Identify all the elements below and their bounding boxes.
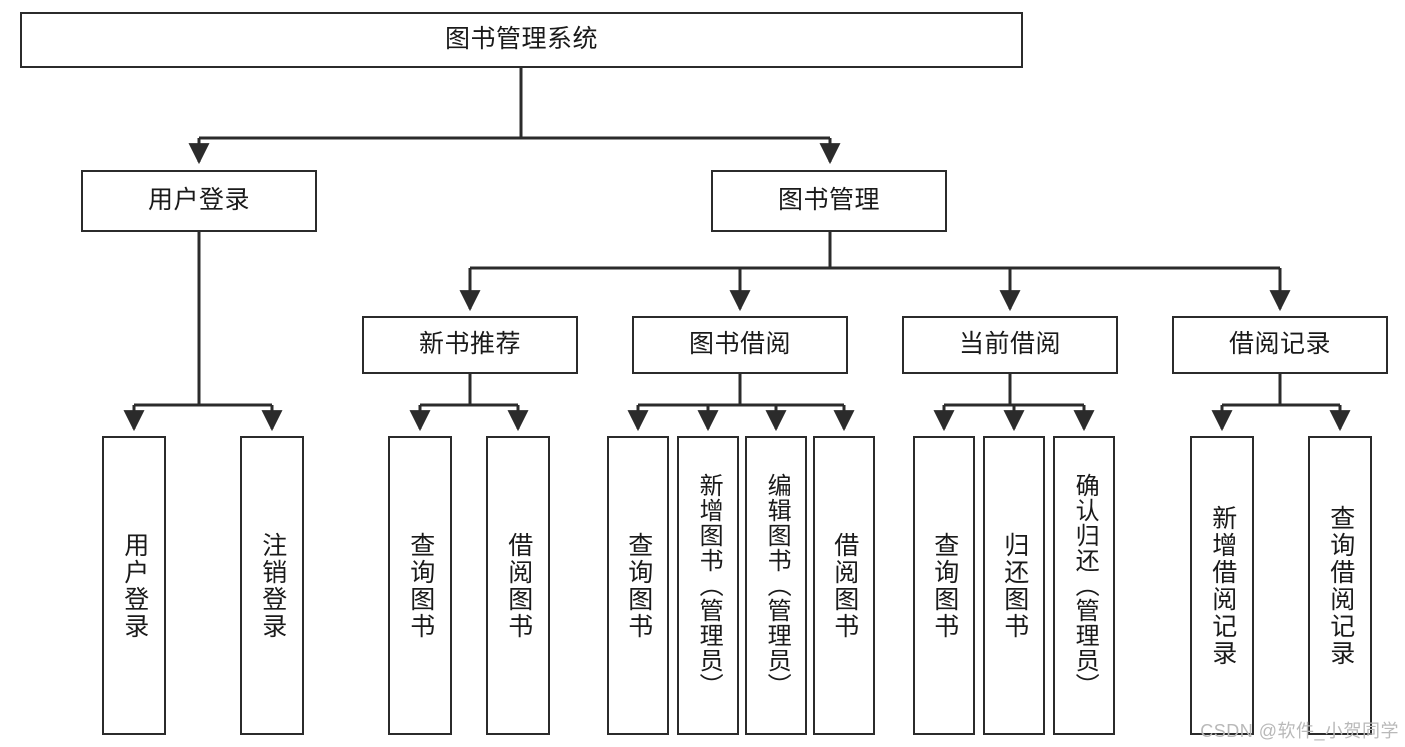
node-leaf-add-borrow-record[interactable]: 新增借阅记录: [1190, 436, 1254, 735]
node-borrow-record[interactable]: 借阅记录: [1172, 316, 1388, 374]
node-new-book-recommend[interactable]: 新书推荐: [362, 316, 578, 374]
csdn-watermark: CSDN @软件_小贺同学: [1200, 721, 1399, 741]
node-book-management[interactable]: 图书管理: [711, 170, 947, 232]
node-label-leaf-add-borrow-record: 新增借阅记录: [1208, 504, 1237, 667]
node-leaf-user-logout[interactable]: 注销登录: [240, 436, 304, 735]
node-label-leaf-query-book-recommend: 查询图书: [406, 531, 435, 640]
node-label-new-book-recommend: 新书推荐: [418, 330, 521, 359]
node-book-borrow[interactable]: 图书借阅: [632, 316, 848, 374]
node-leaf-query-book-current[interactable]: 查询图书: [913, 436, 975, 735]
node-label-leaf-user-logout: 注销登录: [258, 531, 287, 640]
node-leaf-query-borrow-record[interactable]: 查询借阅记录: [1308, 436, 1372, 735]
node-leaf-add-book-admin[interactable]: 新增图书（管理员）: [677, 436, 739, 735]
node-label-leaf-return-book: 归还图书: [1000, 531, 1029, 640]
node-label-leaf-edit-book-admin: 编辑图书（管理员）: [763, 473, 791, 698]
node-label-leaf-borrow-book: 借阅图书: [830, 531, 859, 640]
node-label-leaf-query-book-borrow: 查询图书: [624, 531, 653, 640]
node-label-borrow-record: 借阅记录: [1228, 330, 1331, 359]
node-current-borrow[interactable]: 当前借阅: [902, 316, 1118, 374]
node-leaf-confirm-return-admin[interactable]: 确认归还（管理员）: [1053, 436, 1115, 735]
node-leaf-borrow-book[interactable]: 借阅图书: [813, 436, 875, 735]
node-label-book-management: 图书管理: [777, 186, 880, 215]
node-root[interactable]: 图书管理系统: [20, 12, 1023, 68]
node-user-login[interactable]: 用户登录: [81, 170, 317, 232]
node-label-leaf-borrow-book-recommend: 借阅图书: [504, 531, 533, 640]
node-label-leaf-add-book-admin: 新增图书（管理员）: [695, 473, 723, 698]
node-label-user-login: 用户登录: [147, 186, 250, 215]
node-leaf-edit-book-admin[interactable]: 编辑图书（管理员）: [745, 436, 807, 735]
node-label-leaf-query-book-current: 查询图书: [930, 531, 959, 640]
node-leaf-borrow-book-recommend[interactable]: 借阅图书: [486, 436, 550, 735]
node-leaf-return-book[interactable]: 归还图书: [983, 436, 1045, 735]
node-leaf-query-book-borrow[interactable]: 查询图书: [607, 436, 669, 735]
node-leaf-user-login[interactable]: 用户登录: [102, 436, 166, 735]
node-leaf-query-book-recommend[interactable]: 查询图书: [388, 436, 452, 735]
node-label-root: 图书管理系统: [444, 25, 598, 54]
node-label-book-borrow: 图书借阅: [688, 330, 791, 359]
node-label-leaf-query-borrow-record: 查询借阅记录: [1326, 504, 1355, 667]
node-label-current-borrow: 当前借阅: [958, 330, 1061, 359]
node-label-leaf-confirm-return-admin: 确认归还（管理员）: [1071, 473, 1099, 698]
node-label-leaf-user-login: 用户登录: [120, 531, 149, 640]
